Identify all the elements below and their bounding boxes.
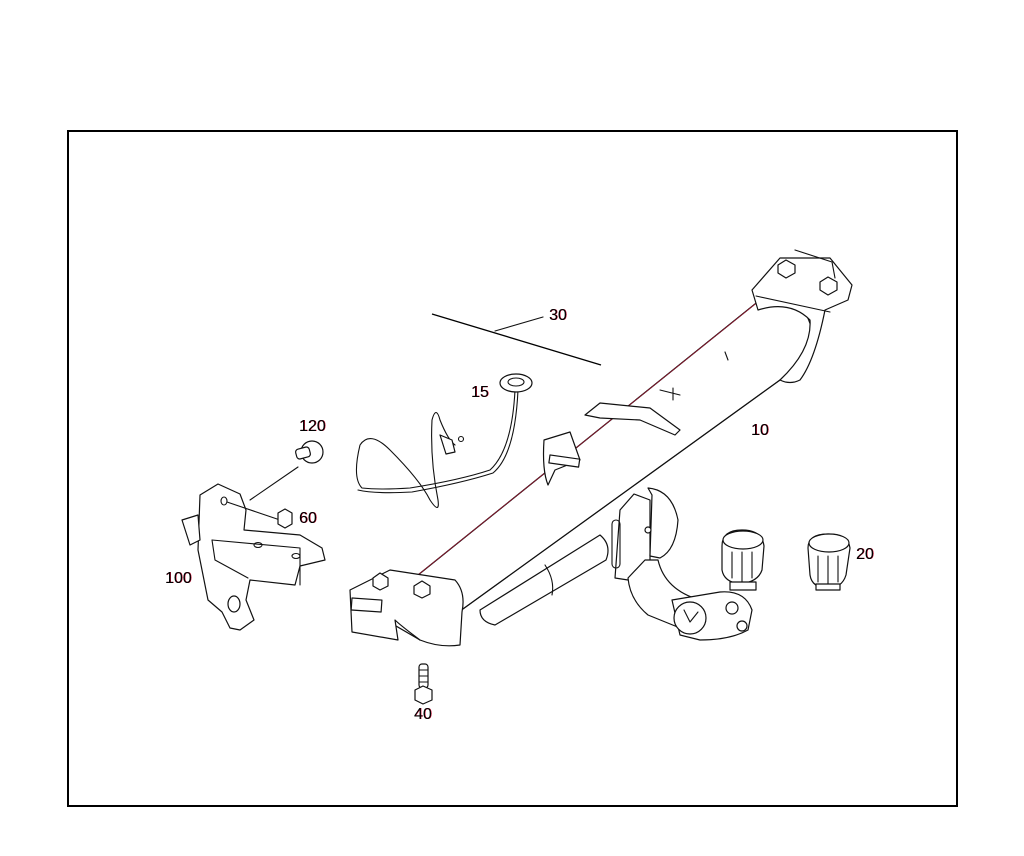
harness-part-15 <box>355 373 533 509</box>
bolt-part-40 <box>414 663 433 705</box>
bracket-assembly-part-100 <box>181 440 326 631</box>
callout-40: 40 <box>414 706 432 723</box>
diagram-frame <box>67 130 958 807</box>
crossmember-part-10 <box>349 249 853 647</box>
callout-30: 30 <box>549 307 567 324</box>
ball-cap-part-20 <box>807 533 851 591</box>
callout-15: 15 <box>471 384 489 401</box>
callout-60: 60 <box>299 510 317 527</box>
callout-10: 10 <box>751 422 769 439</box>
callout-100: 100 <box>165 570 192 587</box>
callout-20: 20 <box>856 546 874 563</box>
cable-part-30 <box>431 313 602 366</box>
callout-120: 120 <box>299 418 326 435</box>
